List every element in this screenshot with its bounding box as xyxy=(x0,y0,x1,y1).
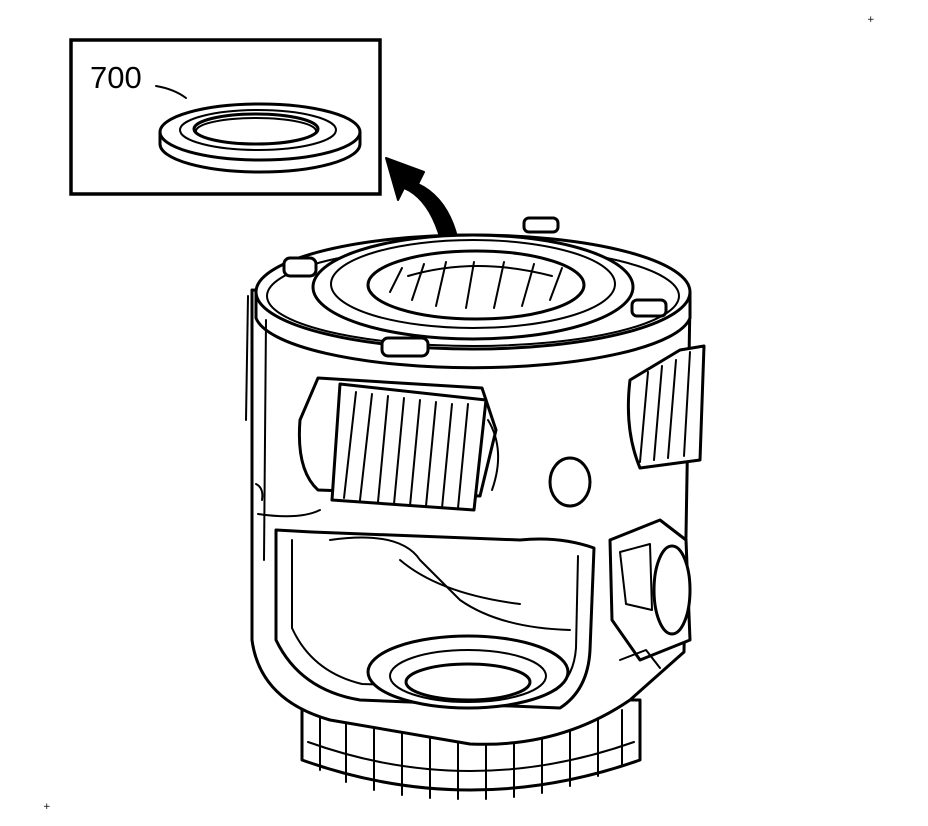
pinion-gear-right xyxy=(626,344,706,470)
inset-washer-box: 700 xyxy=(69,38,382,196)
callout-label-700: 700 xyxy=(90,60,142,95)
callout-leader-line xyxy=(155,85,187,99)
lower-bearing-bore xyxy=(366,634,570,710)
side-gear-splines xyxy=(389,261,563,309)
housing-pin-hole xyxy=(548,456,592,508)
registration-mark-bottom-left: + xyxy=(43,802,51,812)
pinion-gear-left xyxy=(297,376,500,512)
differential-carrier xyxy=(245,216,706,800)
right-side-boss xyxy=(608,518,692,669)
registration-mark-top-right: + xyxy=(867,15,875,25)
center-bearing-ring xyxy=(311,233,635,341)
left-casting-edges xyxy=(245,295,321,561)
thrust-washer xyxy=(158,102,362,174)
